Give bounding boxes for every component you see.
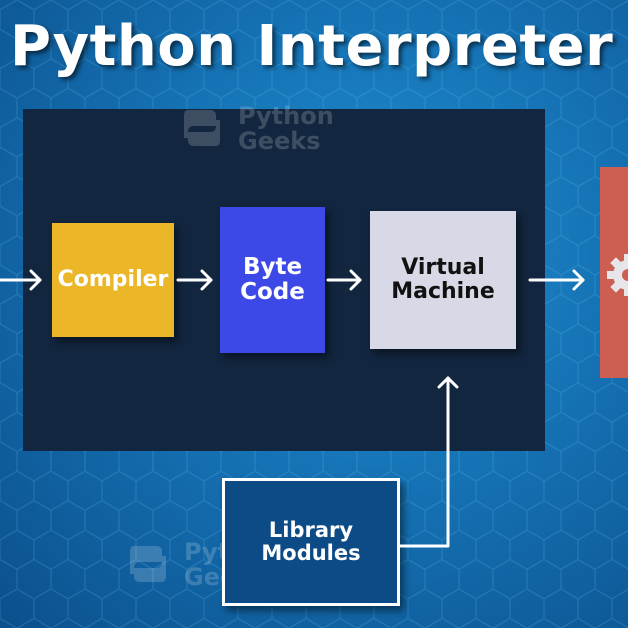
output-node	[600, 167, 628, 378]
watermark-top: Python Geeks	[180, 102, 340, 158]
python-logo-icon	[130, 546, 166, 582]
watermark-line1: Python	[238, 102, 334, 130]
watermark-line2: Geeks	[238, 127, 321, 156]
virtual-machine-node: Virtual Machine	[370, 211, 516, 349]
gear-icon	[607, 254, 628, 296]
library-modules-node: Library Modules	[222, 478, 400, 606]
compiler-node: Compiler	[52, 223, 174, 337]
compiler-label: Compiler	[57, 266, 169, 292]
byte-code-label: Byte Code	[240, 253, 305, 305]
python-logo-icon	[184, 110, 220, 146]
page-title: Python Interpreter	[10, 14, 614, 79]
library-modules-label: Library Modules	[261, 517, 361, 565]
byte-code-node: Byte Code	[220, 207, 325, 353]
virtual-machine-label: Virtual Machine	[391, 254, 495, 304]
